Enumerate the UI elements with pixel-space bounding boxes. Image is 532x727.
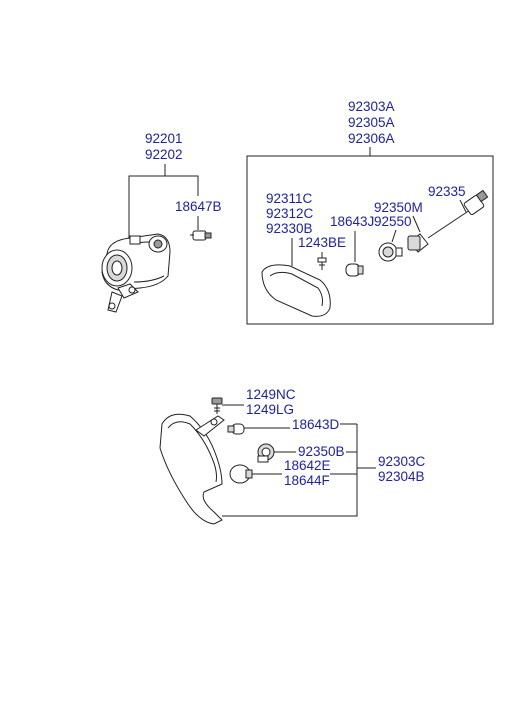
corner-screw-part-number-2[interactable]: 1249LG bbox=[246, 402, 294, 417]
side-lens-illustration bbox=[261, 264, 331, 317]
corner-lamp-housing-illustration bbox=[159, 413, 225, 525]
side-harness-part-number[interactable]: 92335 bbox=[428, 184, 466, 199]
side-repeater-part-number-2[interactable]: 92305A bbox=[348, 115, 395, 130]
fog-bulb-illustration bbox=[190, 230, 212, 241]
corner-lamp-part-number-2[interactable]: 92304B bbox=[378, 469, 425, 484]
side-lens-part-number-3[interactable]: 92330B bbox=[266, 221, 313, 236]
corner-large-bulb-illustration bbox=[229, 464, 253, 484]
fog-lamp-bulb-part-number[interactable]: 18647B bbox=[175, 199, 222, 214]
corner-small-bulb-part-number[interactable]: 18643D bbox=[292, 417, 340, 432]
side-bulb-illustration bbox=[345, 263, 364, 277]
fog-lamp-illustration bbox=[101, 233, 171, 313]
fog-lamp-part-number-1[interactable]: 92201 bbox=[145, 131, 183, 146]
corner-large-bulb-part-number-1[interactable]: 18642E bbox=[284, 458, 331, 473]
side-harness-illustration bbox=[407, 189, 489, 253]
side-repeater-group: 92303A 92305A 92306A 92311C 92312C 92330… bbox=[246, 99, 494, 325]
corner-lamp-bracket bbox=[222, 424, 376, 517]
fog-lamp-group: 92201 92202 18647B bbox=[101, 131, 222, 313]
side-bulb-part-number[interactable]: 18643J bbox=[330, 214, 374, 229]
corner-socket-part-number[interactable]: 92350B bbox=[298, 444, 345, 459]
side-repeater-box bbox=[246, 155, 494, 325]
corner-small-bulb-illustration bbox=[227, 423, 245, 435]
side-harness-leader bbox=[459, 199, 467, 213]
side-repeater-part-number-3[interactable]: 92306A bbox=[348, 131, 395, 146]
corner-screw-illustration bbox=[211, 397, 223, 414]
corner-small-bulb-leader bbox=[244, 423, 357, 429]
side-socket-illustration bbox=[378, 242, 403, 262]
side-socket-part-number-2[interactable]: 92550 bbox=[374, 214, 412, 229]
side-lens-part-number-2[interactable]: 92312C bbox=[266, 206, 314, 221]
side-repeater-part-number-1[interactable]: 92303A bbox=[348, 99, 395, 114]
side-socket-leader bbox=[391, 215, 421, 243]
corner-lamp-group: 1249NC 1249LG 18643D 92350B 18642E 18644… bbox=[159, 387, 426, 525]
corner-large-bulb-part-number-2[interactable]: 18644F bbox=[284, 473, 330, 488]
side-socket-part-number-1[interactable]: 92350M bbox=[374, 200, 423, 215]
side-screw-part-number[interactable]: 1243BE bbox=[298, 235, 346, 250]
side-screw-illustration bbox=[317, 257, 327, 270]
corner-socket-illustration bbox=[257, 443, 275, 463]
corner-lamp-part-number-1[interactable]: 92303C bbox=[378, 454, 426, 469]
side-lens-part-number-1[interactable]: 92311C bbox=[266, 191, 313, 206]
fog-lamp-leader bbox=[128, 164, 199, 244]
fog-lamp-part-number-2[interactable]: 92202 bbox=[145, 147, 183, 162]
corner-screw-part-number-1[interactable]: 1249NC bbox=[246, 387, 296, 402]
